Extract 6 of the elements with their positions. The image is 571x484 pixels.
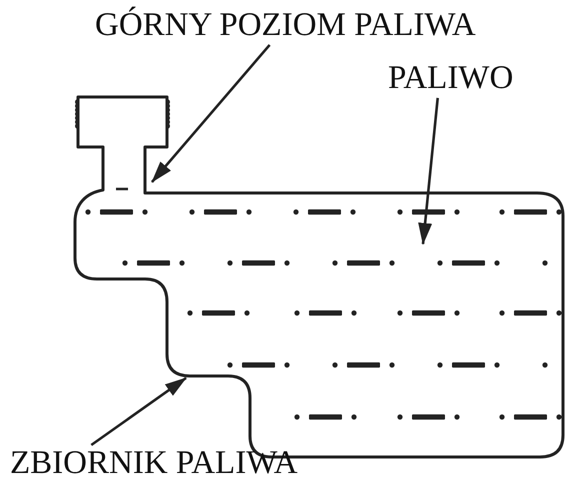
leader-arrow <box>90 376 187 446</box>
callout-label: PALIWO <box>388 60 514 98</box>
callout-label: ZBIORNIK PALIWA <box>10 445 298 483</box>
leader-arrow <box>418 98 439 245</box>
callout-label: GÓRNY POZIOM PALIWA <box>95 7 476 45</box>
leader-arrow <box>151 44 271 183</box>
